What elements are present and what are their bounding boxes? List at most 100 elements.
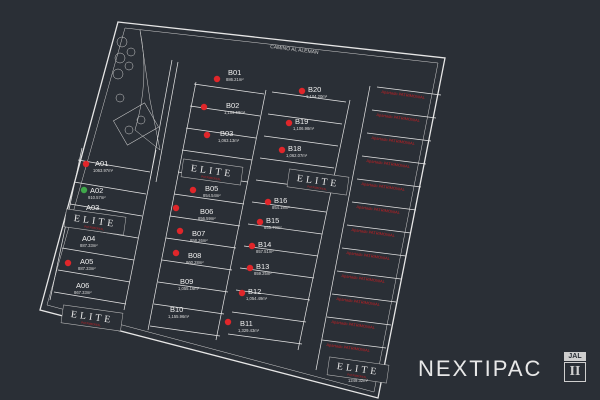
svg-text:PATRIMONIAL: PATRIMONIAL: [84, 225, 105, 232]
lot-status-dot: [256, 218, 264, 226]
patrimonial-label: Apartado PATRIMONIAL: [346, 250, 391, 261]
lot-status-dot: [238, 289, 246, 297]
road-edge: [149, 59, 173, 181]
lot-line: [366, 132, 432, 142]
lot-line: [259, 157, 335, 169]
lot-area: 856.59m²: [198, 216, 216, 221]
lot-line: [69, 203, 143, 217]
lot-id: B05: [205, 184, 218, 193]
brand-logo: NEXTIPAC JAL II: [418, 352, 600, 392]
lot-id: A06: [76, 281, 89, 290]
lot-id: A05: [80, 257, 93, 266]
lot-status-dot: [264, 198, 272, 206]
lot-line: [297, 99, 351, 351]
lot-line: [351, 201, 417, 211]
lot-area: 857.51m²: [256, 249, 274, 254]
lot-id: B15: [266, 216, 279, 225]
lot-line: [157, 281, 229, 293]
lot-id: A03: [86, 203, 99, 212]
lot-line: [149, 325, 221, 337]
lot-area: 887.33m²: [78, 266, 96, 271]
lot-unlabeled[interactable]: 1249.32m²: [348, 378, 369, 383]
lot-line: [361, 155, 427, 165]
lot-status-dot: [285, 119, 293, 127]
road-edge: [155, 61, 179, 183]
lot-status-dot: [200, 103, 208, 111]
lot-area: 1,054.49m²: [246, 296, 268, 301]
lot-line: [57, 269, 131, 283]
brand-numeral: II: [564, 362, 586, 382]
lot-area: 854.18m²: [272, 205, 290, 210]
lot-area: 1,063.13m²: [218, 138, 240, 143]
lot-id: B19: [295, 117, 308, 126]
patrimonial-label: Apartado PATRIMONIAL: [356, 204, 401, 215]
lot-area: 1,055.16m²: [178, 286, 200, 291]
lot-line: [165, 237, 237, 249]
lot-status-dot: [189, 186, 197, 194]
lot-line: [181, 149, 253, 161]
lot-area: 859.25m²: [254, 271, 272, 276]
lot-line: [336, 270, 402, 280]
lot-line: [77, 159, 151, 173]
patrimonial-label: Apartado PATRIMONIAL: [381, 89, 426, 100]
svg-text:PATRIMONIAL: PATRIMONIAL: [201, 175, 222, 182]
lot-line: [321, 339, 387, 349]
elite-logo-1: ELITE PATRIMONIAL: [286, 168, 350, 196]
lot-area: 867.33m²: [74, 290, 92, 295]
lot-area: 1249.32m²: [348, 378, 369, 383]
lot-area: 858.26m²: [190, 238, 208, 243]
lot-id: B13: [256, 262, 269, 271]
brand-name: NEXTIPAC: [418, 356, 543, 381]
lot-a03[interactable]: A03: [86, 203, 99, 212]
lot-line: [73, 181, 147, 195]
lot-status-dot: [80, 186, 88, 194]
lot-id: B02: [226, 101, 239, 110]
lot-line: [243, 245, 319, 257]
lot-area: 855.79m²: [264, 225, 282, 230]
lot-line: [61, 247, 135, 261]
lot-area: 1,104.20m²: [306, 94, 328, 99]
lot-line: [356, 178, 422, 188]
lot-id: A02: [90, 186, 103, 195]
lot-status-dot: [224, 318, 232, 326]
lot-id: B11: [240, 319, 253, 328]
elite-logo-4: ELITE PATRIMONIAL: [60, 304, 124, 332]
lot-area: 1,106.98m²: [293, 126, 315, 131]
lot-line: [227, 333, 303, 345]
lot-line: [271, 91, 347, 103]
lot-status-dot: [203, 131, 211, 139]
lot-area: 1,109.58m²: [224, 110, 246, 115]
lot-line: [371, 109, 437, 119]
lot-status-dot: [172, 249, 180, 257]
amenity-zone: [112, 29, 161, 151]
lot-line: [153, 303, 225, 315]
lot-status-dot: [248, 242, 256, 250]
lot-id: B08: [188, 251, 201, 260]
lot-status-dot: [64, 259, 72, 267]
